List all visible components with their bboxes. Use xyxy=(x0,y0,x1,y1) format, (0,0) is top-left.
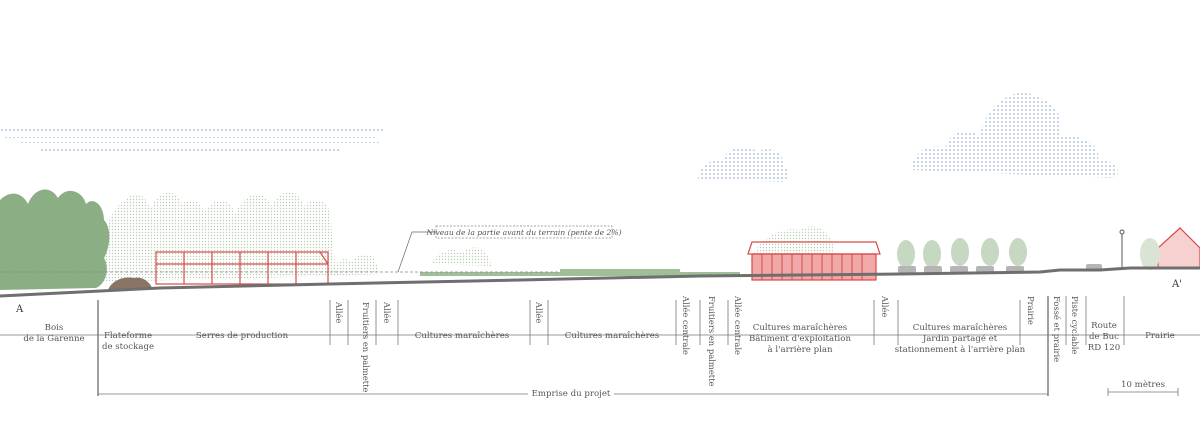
label-allee-centrale-1: Allée centrale xyxy=(681,295,691,355)
tree-mass-left xyxy=(0,189,110,290)
annotation-box xyxy=(435,225,613,239)
label-fruitiers-1: Fruitiers en palmette xyxy=(361,302,371,393)
label-allee-2: Allée xyxy=(382,301,392,323)
background-trees xyxy=(100,191,836,282)
storage-heap xyxy=(108,277,152,290)
greenhouses xyxy=(155,251,329,285)
emprise-label-bg xyxy=(528,386,614,400)
crop-rows xyxy=(420,269,740,276)
emprise-label: Emprise du projet xyxy=(532,389,611,399)
label-allee-1: Allée xyxy=(334,301,344,323)
scale-label: 10 mètres xyxy=(1121,379,1165,390)
clouds xyxy=(0,92,1119,182)
annotation-leader xyxy=(397,231,436,273)
garden-trees xyxy=(897,238,1027,268)
tree-right xyxy=(1140,238,1160,270)
street-lamp xyxy=(1119,229,1125,270)
cloud-left xyxy=(0,128,385,152)
label-allee-centrale-2: Allée centrale xyxy=(733,295,743,355)
house-right xyxy=(1157,227,1200,269)
terrain-level-annotation: Niveau de la partie avant du terrain (pe… xyxy=(425,228,621,237)
label-piste: Piste cyclable xyxy=(1070,296,1080,354)
label-fruitiers-2: Fruitiers en palmette xyxy=(707,296,717,387)
scale-bar xyxy=(1107,388,1179,396)
section-end-label: A' xyxy=(1171,279,1182,290)
cloud-right xyxy=(912,92,1119,178)
section-start-label: A xyxy=(15,304,24,315)
ground-line xyxy=(0,266,1200,298)
zone-cultures-1: Cultures maraîchères xyxy=(415,330,509,341)
label-allee-3: Allée xyxy=(534,301,544,323)
label-prairie-1: Prairie xyxy=(1026,296,1036,325)
label-allee-4: Allée xyxy=(880,295,890,317)
label-fosse: Fossé et prairie xyxy=(1052,296,1062,362)
cloud-middle xyxy=(698,147,788,182)
zone-cultures-2: Cultures maraîchères xyxy=(565,330,659,341)
zone-serres: Serres de production xyxy=(196,331,289,341)
zone-prairie-2: Prairie xyxy=(1145,331,1175,341)
